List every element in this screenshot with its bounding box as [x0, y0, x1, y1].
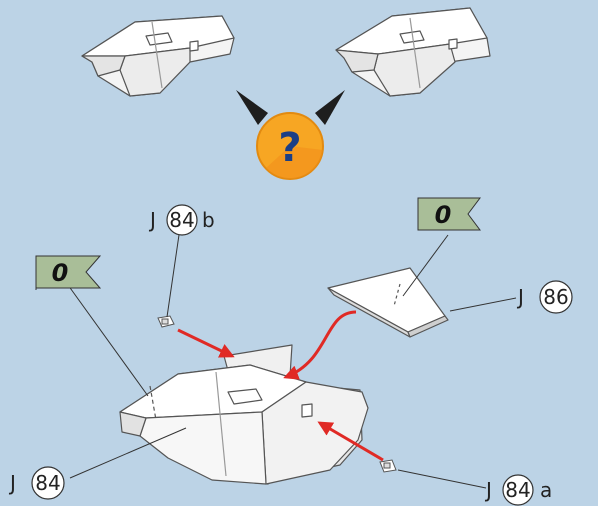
flag-left: 0 — [35, 255, 102, 290]
assembly-arrows — [177, 310, 384, 462]
callout-84-prefix: J — [8, 471, 16, 495]
callout-86: J 86 — [516, 280, 573, 314]
arrow-84a — [317, 421, 384, 462]
flag-left-text: 0 — [52, 259, 69, 287]
question-icon: ? — [236, 90, 345, 180]
callout-84-number: 84 — [35, 471, 60, 495]
variant-part-left — [81, 15, 235, 97]
callout-84b-prefix: J — [148, 208, 156, 232]
clip-84b — [157, 315, 175, 328]
flag-right-text: 0 — [435, 201, 452, 229]
variant-part-right — [335, 7, 491, 97]
flag-right: 0 — [417, 197, 481, 231]
callout-84b-number: 84 — [169, 208, 194, 232]
callout-86-prefix: J — [516, 285, 524, 309]
callout-84: J 84 — [8, 466, 65, 500]
callout-86-number: 86 — [543, 285, 568, 309]
clip-84a — [379, 459, 397, 473]
part-86 — [327, 267, 449, 338]
callout-84b: J 84 b — [148, 204, 215, 236]
callout-84a: J 84 a — [484, 474, 552, 506]
callout-84a-number: 84 — [505, 478, 530, 502]
callout-84a-suffix: a — [540, 478, 552, 502]
leader-lines — [67, 227, 517, 489]
arrow-86 — [283, 310, 357, 380]
arrow-84b — [177, 328, 235, 358]
callout-84b-suffix: b — [202, 208, 215, 232]
main-part — [119, 344, 369, 485]
callout-84a-prefix: J — [484, 478, 492, 502]
question-mark-text: ? — [278, 125, 301, 171]
